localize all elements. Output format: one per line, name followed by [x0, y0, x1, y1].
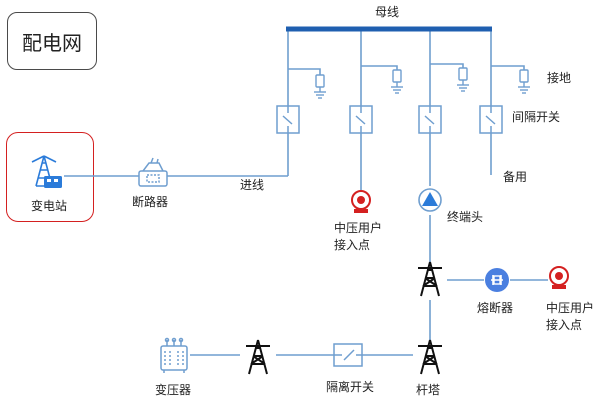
- transmission-tower-icon-upper[interactable]: [418, 261, 442, 297]
- mv-user-1-label-line2: 接入点: [334, 238, 371, 252]
- ground-label: 接地: [547, 71, 572, 85]
- busbar-label: 母线: [375, 5, 400, 19]
- spare-label: 备用: [503, 170, 528, 184]
- breaker-label: 断路器: [132, 195, 169, 209]
- mv-user-1-label-line1: 中压用户: [334, 221, 383, 235]
- transformer-label: 变压器: [155, 383, 192, 397]
- fuse-label: 熔断器: [477, 301, 514, 315]
- switch-icon-bay-1[interactable]: [276, 105, 300, 134]
- mv-user-2-label-line2: 接入点: [546, 318, 583, 332]
- switch-icon-bay-4[interactable]: [479, 105, 503, 134]
- ground-branch-2: [361, 65, 398, 70]
- cable-terminal-icon[interactable]: [418, 188, 442, 212]
- substation-highlight-box: [6, 132, 94, 222]
- ground-icon-2: [391, 69, 403, 94]
- disconnect-switch-label: 隔离开关: [326, 380, 375, 394]
- ground-icon-3: [457, 67, 469, 92]
- transmission-tower-icon-middle[interactable]: [246, 339, 270, 375]
- page-title: 配电网: [7, 12, 97, 70]
- disconnect-switch-icon[interactable]: [333, 343, 363, 367]
- ground-branch-4: [491, 65, 525, 70]
- substation-icon[interactable]: [31, 155, 62, 188]
- ground-branch-1: [288, 68, 321, 75]
- user-access-point-icon-2[interactable]: [549, 266, 569, 289]
- switch-icon-bay-2[interactable]: [349, 105, 373, 134]
- isolating-switch-label: 间隔开关: [512, 110, 561, 124]
- transformer-icon[interactable]: [160, 337, 188, 374]
- mv-user-2-label-line1: 中压用户: [546, 301, 595, 315]
- substation-label: 变电站: [31, 199, 68, 213]
- ground-icon-1: [314, 74, 326, 99]
- switch-icon-bay-3[interactable]: [418, 105, 442, 134]
- terminal-label: 终端头: [447, 210, 484, 224]
- ground-icon-4: [518, 69, 530, 94]
- ground-branch-3: [430, 63, 464, 68]
- incoming-line-label: 进线: [240, 178, 265, 192]
- user-access-point-icon-1[interactable]: [351, 190, 371, 213]
- pole-label: 杆塔: [416, 383, 441, 397]
- fuse-icon[interactable]: [485, 268, 509, 292]
- circuit-breaker-icon[interactable]: [138, 157, 168, 187]
- transmission-tower-icon-pole[interactable]: [418, 339, 442, 375]
